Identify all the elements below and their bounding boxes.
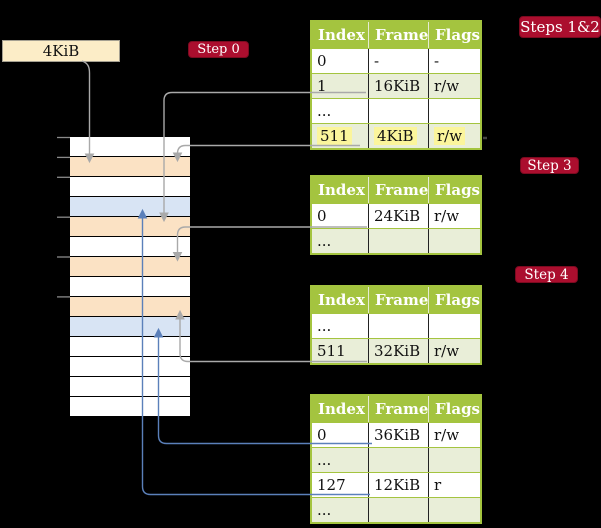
badge-step-0: Step 0 xyxy=(188,41,249,58)
table-cell: r/w xyxy=(428,204,480,228)
table-cell: 1 xyxy=(317,77,327,95)
table-cell: 36KiB xyxy=(368,423,428,447)
table-header-row: Index Frame Flags xyxy=(312,177,480,203)
badge-step-4-text: Step 4 xyxy=(524,266,569,283)
memory-row xyxy=(70,397,190,417)
table-row: ... xyxy=(312,313,480,338)
memory-row xyxy=(70,217,190,237)
table-cell xyxy=(428,314,480,338)
table-cell xyxy=(428,448,480,472)
frame-size-label: 4KiB xyxy=(2,40,120,62)
table-cell xyxy=(368,498,428,522)
table-cell xyxy=(428,229,480,253)
page-table-2: Index Frame Flags 0 24KiB r/w ... xyxy=(310,175,482,255)
table-row: ... xyxy=(312,98,480,123)
table-cell: r/w xyxy=(428,124,480,148)
table-cell xyxy=(368,314,428,338)
badge-step-3: Step 3 xyxy=(520,157,579,174)
table-cell: - xyxy=(368,49,428,73)
table-cell: 127 xyxy=(317,476,346,494)
memory-row xyxy=(70,257,190,277)
header-cell-flags: Flags xyxy=(428,177,480,203)
table-cell: ... xyxy=(317,317,332,335)
table-cell: - xyxy=(428,49,480,73)
table-cell xyxy=(368,448,428,472)
table-row: ... xyxy=(312,447,480,472)
table-cell: 511 xyxy=(317,342,346,360)
highlighted-value: 4KiB xyxy=(374,127,417,145)
header-cell-index: Index xyxy=(318,26,365,44)
table-cell: 24KiB xyxy=(368,204,428,228)
table-row: 511 32KiB r/w xyxy=(312,338,480,363)
memory-row xyxy=(70,157,190,177)
badge-steps-1-2: Steps 1&2 xyxy=(519,16,601,38)
table-cell: ... xyxy=(317,102,332,120)
table-cell: r xyxy=(428,473,480,497)
page-table-4: Index Frame Flags 0 36KiB r/w ... 127 12… xyxy=(310,394,482,524)
highlighted-value: r/w xyxy=(434,127,466,145)
table-cell: 16KiB xyxy=(368,74,428,98)
table-cell: 32KiB xyxy=(368,339,428,363)
table-cell: 511 xyxy=(312,124,368,148)
header-cell-flags: Flags xyxy=(428,396,480,422)
table-row: 1 16KiB r/w xyxy=(312,73,480,98)
header-cell-flags: Flags xyxy=(428,22,480,48)
memory-row xyxy=(70,237,190,257)
physical-memory-column xyxy=(70,137,190,417)
memory-row xyxy=(70,177,190,197)
table-cell xyxy=(428,498,480,522)
table-header-row: Index Frame Flags xyxy=(312,22,480,48)
table-cell xyxy=(368,99,428,123)
header-cell-index: Index xyxy=(318,181,365,199)
header-cell-flags: Flags xyxy=(428,287,480,313)
table-cell: ... xyxy=(317,451,332,469)
header-cell-frame: Frame xyxy=(368,22,428,48)
memory-row xyxy=(70,317,190,337)
badge-steps-1-2-text: Steps 1&2 xyxy=(520,18,600,36)
table-row: 0 36KiB r/w xyxy=(312,422,480,447)
table-row: ... xyxy=(312,228,480,253)
table-cell xyxy=(428,99,480,123)
memory-tick-marks xyxy=(57,136,70,298)
table-row: 0 24KiB r/w xyxy=(312,203,480,228)
table-cell xyxy=(368,229,428,253)
memory-row xyxy=(70,337,190,357)
page-table-3: Index Frame Flags ... 511 32KiB r/w xyxy=(310,285,482,365)
table-cell: 0 xyxy=(317,52,327,70)
table-header-row: Index Frame Flags xyxy=(312,396,480,422)
memory-row xyxy=(70,357,190,377)
memory-row xyxy=(70,277,190,297)
table-cell: 0 xyxy=(317,207,327,225)
badge-step-0-text: Step 0 xyxy=(197,42,240,57)
header-cell-index: Index xyxy=(318,291,365,309)
header-cell-index: Index xyxy=(318,400,365,418)
memory-row xyxy=(70,137,190,157)
table-cell: ... xyxy=(317,501,332,519)
header-cell-frame: Frame xyxy=(368,396,428,422)
table-row-highlighted: 511 4KiB r/w xyxy=(312,123,480,148)
table-row: 0 - - xyxy=(312,48,480,73)
table-cell: 12KiB xyxy=(368,473,428,497)
table-row: 127 12KiB r xyxy=(312,472,480,497)
frame-size-label-text: 4KiB xyxy=(42,42,80,60)
table-row: ... xyxy=(312,497,480,522)
badge-step-4: Step 4 xyxy=(515,266,578,283)
badge-step-3-text: Step 3 xyxy=(527,157,572,174)
memory-row xyxy=(70,297,190,317)
table-cell: r/w xyxy=(428,339,480,363)
table-cell: 0 xyxy=(317,426,327,444)
table-cell: 4KiB xyxy=(368,124,428,148)
highlighted-value: 511 xyxy=(317,127,352,145)
table-cell: r/w xyxy=(428,74,480,98)
table-header-row: Index Frame Flags xyxy=(312,287,480,313)
header-cell-frame: Frame xyxy=(368,287,428,313)
table-cell: ... xyxy=(317,232,332,250)
page-table-1: Index Frame Flags 0 - - 1 16KiB r/w ... … xyxy=(310,20,482,150)
table-cell: r/w xyxy=(428,423,480,447)
header-cell-frame: Frame xyxy=(368,177,428,203)
memory-row xyxy=(70,197,190,217)
memory-row xyxy=(70,377,190,397)
